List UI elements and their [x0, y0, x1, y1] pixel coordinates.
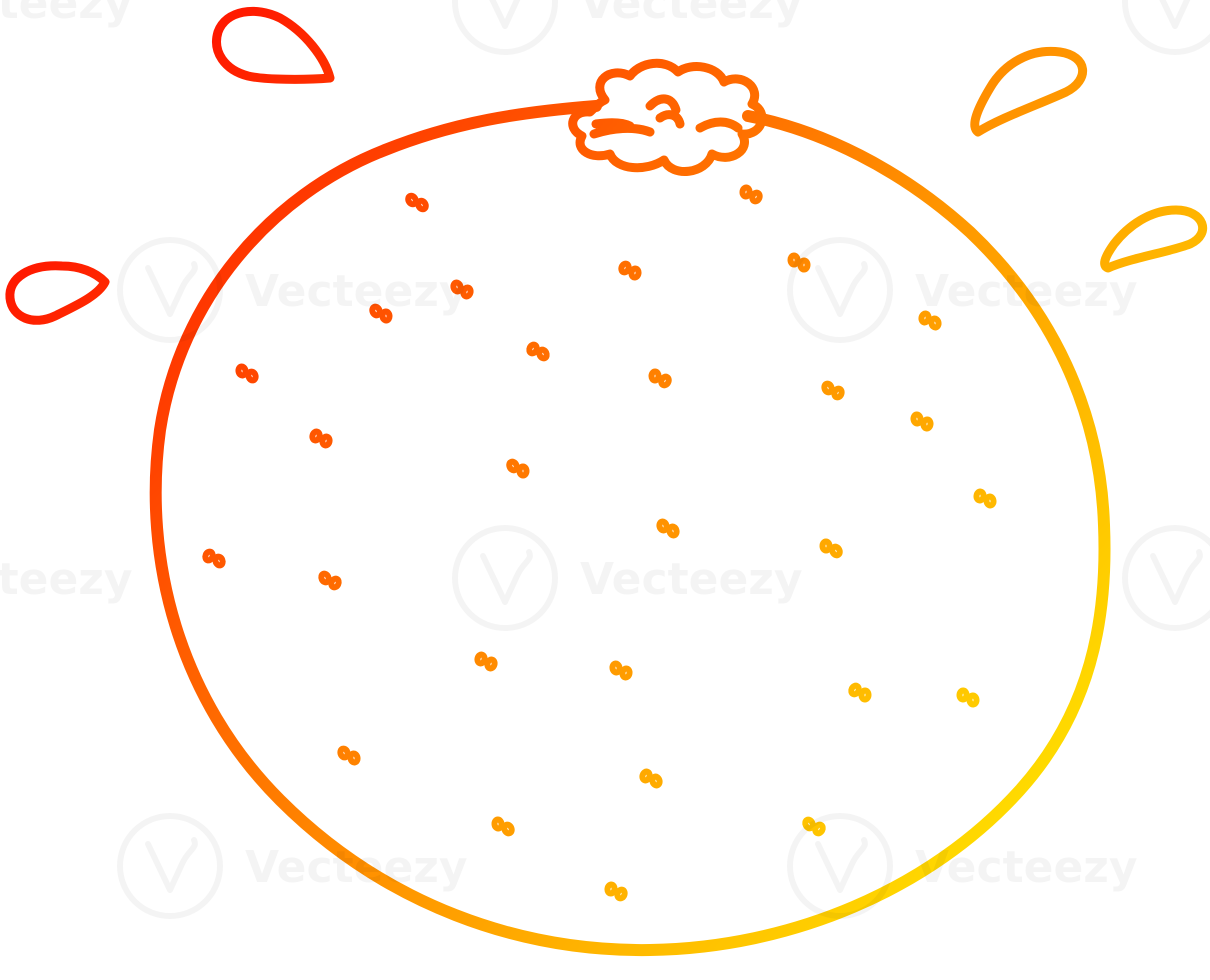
peel-dimple	[973, 488, 997, 509]
peel-dimple	[910, 411, 934, 432]
svg-text:Vecteezy: Vecteezy	[580, 554, 803, 605]
peel-dimple	[369, 303, 393, 324]
peel-dimple	[474, 651, 498, 672]
peel-dimple	[450, 279, 474, 300]
peel-dimple	[648, 368, 672, 389]
peel-dimples	[202, 184, 997, 902]
peel-dimple	[235, 363, 259, 384]
peel-dimple	[639, 768, 663, 789]
peel-dimple	[956, 687, 980, 708]
svg-text:Vecteezy: Vecteezy	[245, 842, 468, 893]
peel-dimple	[821, 380, 845, 401]
watermark-stamp: Vecteezy	[0, 554, 133, 605]
peel-dimple	[609, 660, 633, 681]
peel-dimple	[337, 745, 361, 766]
watermark-stamp: Vecteezy	[787, 813, 1138, 919]
droplet-top-right	[970, 46, 1088, 137]
peel-dimple	[202, 548, 226, 569]
svg-text:Vecteezy: Vecteezy	[915, 266, 1138, 317]
svg-text:Vecteezy: Vecteezy	[915, 842, 1138, 893]
peel-dimple	[405, 192, 429, 213]
peel-dimple	[656, 518, 680, 539]
peel-dimple	[787, 252, 811, 273]
watermark-stamp: Vecteezy	[452, 0, 803, 55]
watermark-stamp: Vecteezy	[1122, 0, 1210, 55]
peel-dimple	[526, 341, 550, 362]
peel-dimple	[802, 816, 826, 837]
peel-dimple	[309, 428, 333, 449]
peel-dimple	[848, 682, 872, 703]
peel-dimple	[618, 260, 642, 281]
peel-dimple	[739, 184, 763, 205]
watermark-stamp: Vecteezy	[452, 525, 803, 631]
droplet-left	[5, 261, 110, 325]
peel-dimple	[491, 816, 515, 837]
peel-dimple	[506, 458, 530, 479]
peel-dimple	[819, 538, 843, 559]
peel-dimple	[318, 570, 342, 591]
svg-text:Vecteezy: Vecteezy	[0, 554, 133, 605]
svg-text:Vecteezy: Vecteezy	[245, 266, 468, 317]
juice-droplets	[5, 6, 1207, 325]
orange-stem-cap	[568, 58, 767, 176]
watermark-stamp: Vecteezy	[117, 813, 468, 919]
droplet-right	[1100, 205, 1207, 273]
peel-dimple	[918, 310, 942, 331]
watermark-stamp: Vecteezy	[0, 0, 133, 29]
svg-text:Vecteezy: Vecteezy	[580, 0, 803, 29]
svg-text:Vecteezy: Vecteezy	[0, 0, 133, 29]
watermark-stamp: Vecteezy	[1122, 525, 1210, 631]
watermark-stamp: Vecteezy	[117, 237, 468, 343]
peel-dimple	[604, 881, 628, 902]
watermark-stamp: Vecteezy	[787, 237, 1138, 343]
orange-outline	[149, 100, 1111, 957]
droplet-top-left	[212, 6, 335, 84]
